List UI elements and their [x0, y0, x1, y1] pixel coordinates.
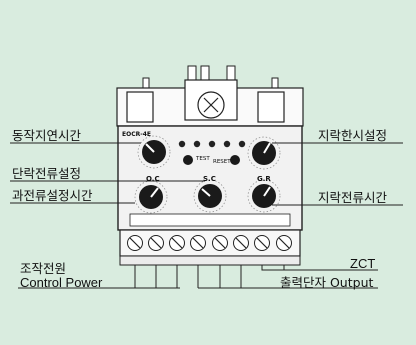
- gr-label: G.R: [257, 175, 271, 183]
- reset-button: [230, 155, 240, 165]
- label-control-power-kr: 조작전원: [20, 261, 67, 276]
- terminal-block: [119, 229, 301, 257]
- knob-gr-bottom: [247, 179, 281, 213]
- knob-gr-top: [247, 136, 281, 170]
- label-strip: [129, 213, 291, 227]
- sc-label: S.C: [203, 175, 216, 183]
- label-output-terminal: 출력단자 Output: [280, 275, 374, 290]
- label-overcurrent-setting: 과전류설정시간: [12, 188, 93, 203]
- mounting-posts: [142, 65, 279, 91]
- label-control-power-en: Control Power: [20, 275, 103, 290]
- terminal-base: [119, 255, 301, 266]
- model-label: EOCR-4E: [122, 131, 151, 138]
- label-zct: ZCT: [350, 256, 376, 271]
- knob-oc-top: [137, 135, 171, 169]
- led-row: [178, 140, 246, 148]
- label-operating-time: 동작지연시간: [12, 128, 82, 143]
- label-overcurrent-set: 단락전류설정: [12, 166, 82, 181]
- label-ground-current-time: 지락전류시간: [318, 190, 388, 205]
- test-label: TEST: [196, 156, 210, 162]
- reset-label: RESET: [213, 159, 231, 165]
- knob-sc: [193, 179, 227, 213]
- terminal-screw-slots: [129, 237, 290, 249]
- test-button: [183, 155, 193, 165]
- label-inverse-time: 지락한시설정: [318, 128, 388, 143]
- oc-label: O.C: [146, 175, 160, 183]
- leader-lines: [10, 142, 403, 289]
